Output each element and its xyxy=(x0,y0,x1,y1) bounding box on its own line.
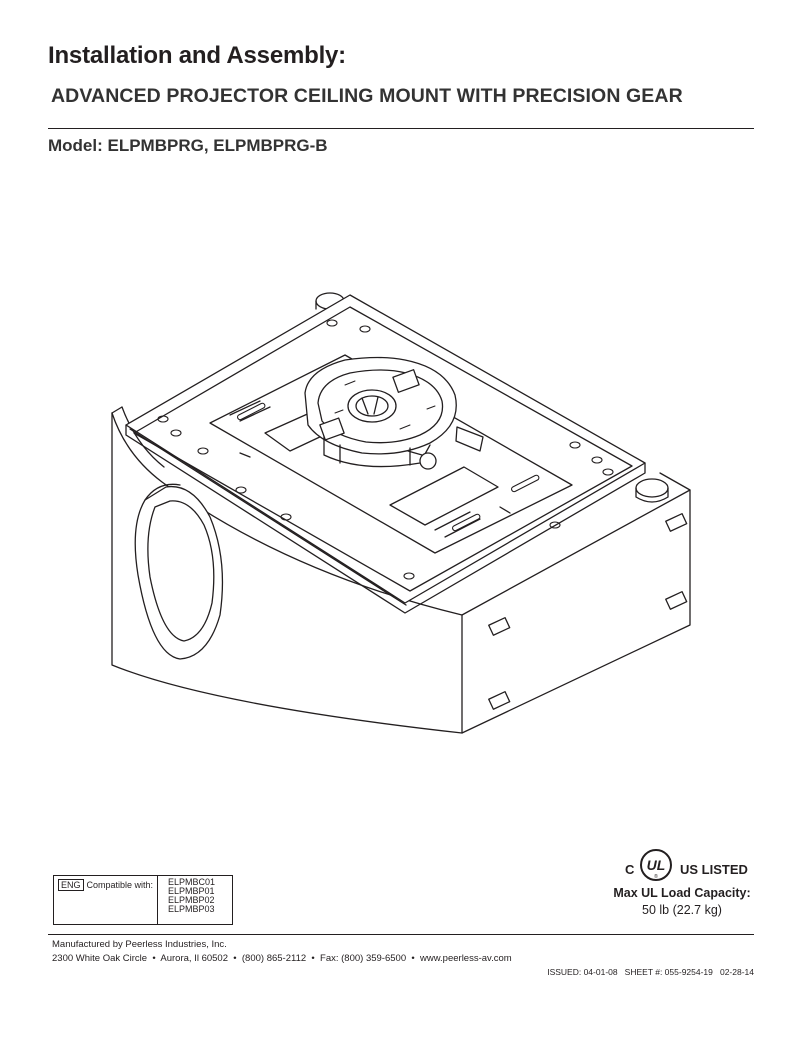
ul-registered: ® xyxy=(654,873,658,880)
model-numbers: Model: ELPMBPRG, ELPMBPRG-B xyxy=(48,136,328,155)
address-line: 2300 White Oak Circle • Aurora, Il 60502… xyxy=(52,953,512,964)
compatible-with-label: Compatible with: xyxy=(86,880,154,890)
product-subtitle: ADVANCED PROJECTOR CEILING MOUNT WITH PR… xyxy=(51,85,683,107)
projector-ceiling-mount-illustration xyxy=(111,292,691,734)
compatible-model: ELPMBP01 xyxy=(168,886,215,896)
header-divider xyxy=(48,128,754,129)
issue-info: ISSUED: 04-01-08 SHEET #: 055-9254-19 02… xyxy=(547,967,754,977)
ul-listed-text: US LISTED xyxy=(680,862,748,877)
ul-letters: UL xyxy=(647,857,666,873)
footer-divider xyxy=(48,934,754,935)
page-title: Installation and Assembly: xyxy=(48,42,346,69)
precision-gear-hub xyxy=(304,356,484,470)
ul-c-mark: C xyxy=(625,862,635,877)
compatible-models-list: ELPMBC01 ELPMBP01 ELPMBP02 ELPMBP03 xyxy=(168,878,215,914)
ul-listed-mark-icon: C UL ® xyxy=(625,849,672,881)
compatible-model: ELPMBP03 xyxy=(168,904,215,914)
compatible-model: ELPMBC01 xyxy=(168,877,216,887)
language-badge: ENG xyxy=(58,879,84,891)
compatible-model: ELPMBP02 xyxy=(168,895,215,905)
max-load-value: 50 lb (22.7 kg) xyxy=(642,903,722,917)
manufacturer-line: Manufactured by Peerless Industries, Inc… xyxy=(52,939,227,950)
max-load-label: Max UL Load Capacity: xyxy=(613,886,751,900)
